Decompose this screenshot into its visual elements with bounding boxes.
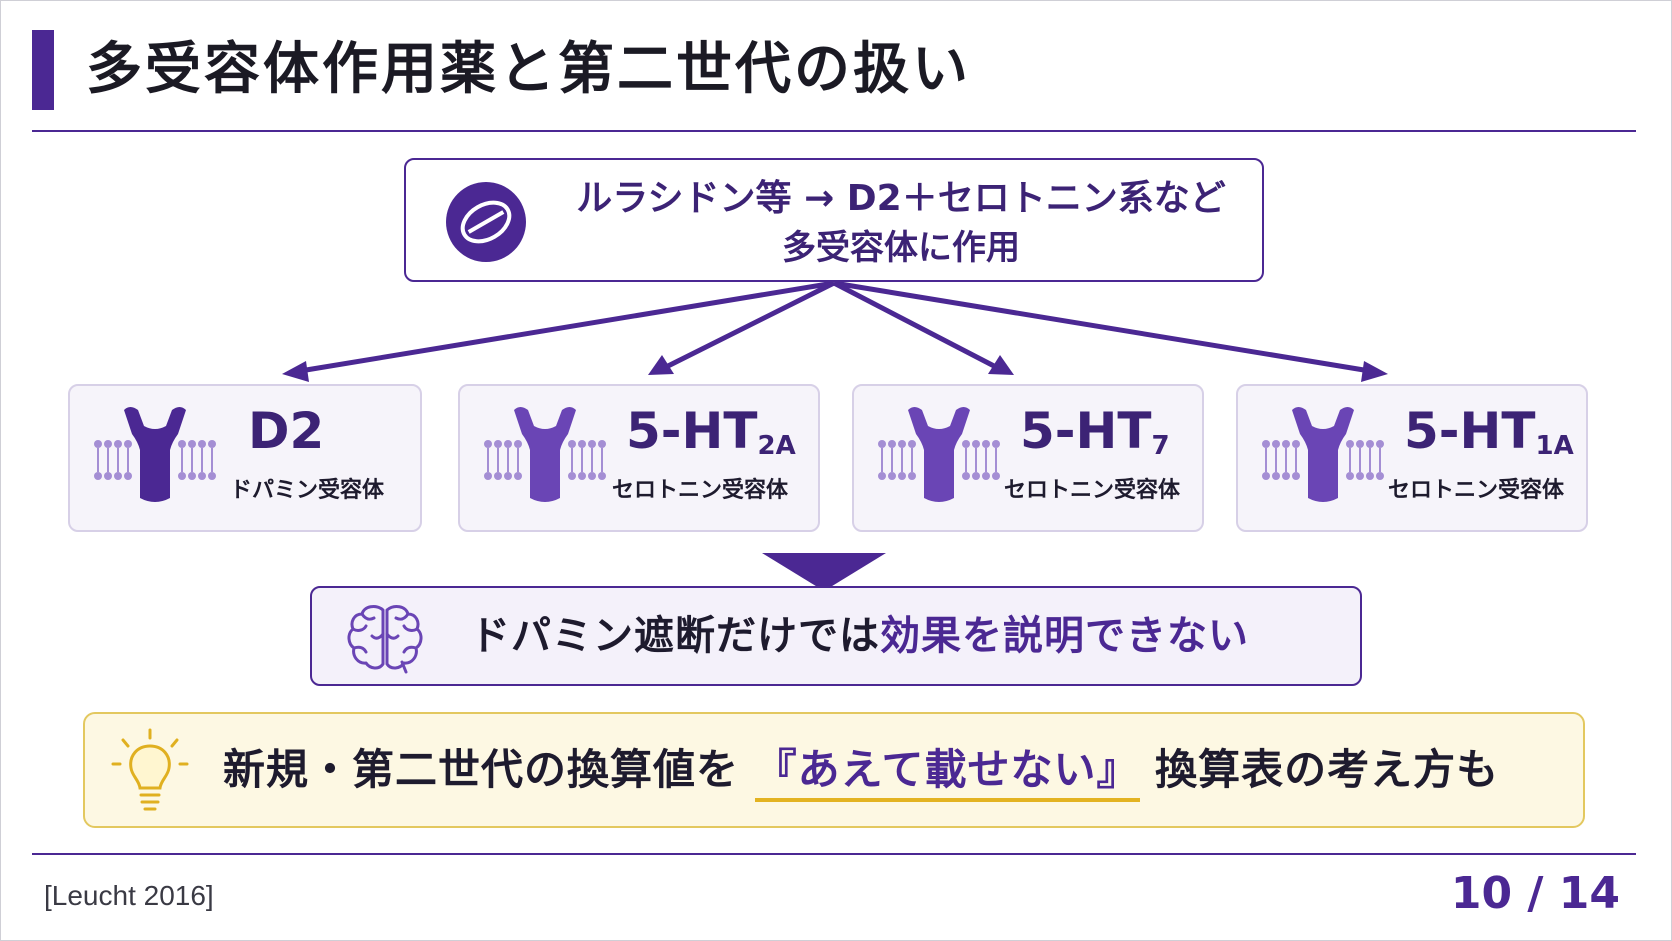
down-arrow-icon [762,553,886,591]
tip-highlight: 『あえて載せない』 [754,745,1140,802]
receptor-description: セロトニン受容体 [1004,478,1181,503]
receptor-card-5ht7: 5-HT7 セロトニン受容体 [852,384,1204,532]
receptor-subscript: 7 [1151,431,1170,461]
receptor-name: 5-HT2A [626,402,796,461]
tip-text: 新規・第二世代の換算値を 『あえて載せない』 換算表の考え方も [223,714,1499,826]
lightbulb-icon [111,728,189,811]
receptor-membrane-icon [94,407,216,502]
receptor-description: セロトニン受容体 [612,478,789,503]
receptor-description: ドパミン受容体 [230,478,385,503]
title-accent-bar [32,30,54,110]
receptor-subscript: 1A [1535,431,1574,461]
conclusion-highlight: 効果を説明できない [880,613,1249,659]
receptor-description: セロトニン受容体 [1388,478,1565,503]
conclusion-text: ドパミン遮断だけでは効果を説明できない [470,613,1249,659]
receptor-subscript: 2A [757,431,796,461]
receptor-name: 5-HT1A [1404,402,1574,461]
receptor-name: D2 [248,402,325,460]
citation: [Leucht 2016] [44,880,214,911]
drug-description: ルラシドン等 → D2＋セロトニン系など 多受容体に作用 [556,174,1246,272]
title-divider [32,130,1636,132]
drug-box: ルラシドン等 → D2＋セロトニン系など 多受容体に作用 [404,158,1264,282]
page-title: 多受容体作用薬と第二世代の扱い [86,37,971,102]
receptor-membrane-icon [484,407,606,502]
footer-divider [32,853,1636,855]
receptor-card-5ht2a: 5-HT2A セロトニン受容体 [458,384,820,532]
receptor-card-5ht1a: 5-HT1A セロトニン受容体 [1236,384,1588,532]
drug-line-2: 多受容体に作用 [782,228,1020,268]
receptor-membrane-icon [1262,407,1384,502]
conclusion-box: ドパミン遮断だけでは効果を説明できない [310,586,1362,686]
receptor-name: 5-HT7 [1020,402,1170,461]
drug-line-1: ルラシドン等 → D2＋セロトニン系など [576,178,1226,219]
pill-icon [446,182,526,262]
page-number: 10 / 14 [1450,868,1620,919]
tip-box: 新規・第二世代の換算値を 『あえて載せない』 換算表の考え方も [83,712,1585,828]
brain-icon [347,605,423,674]
receptor-card-d2: D2 ドパミン受容体 [68,384,422,532]
receptor-membrane-icon [878,407,1000,502]
